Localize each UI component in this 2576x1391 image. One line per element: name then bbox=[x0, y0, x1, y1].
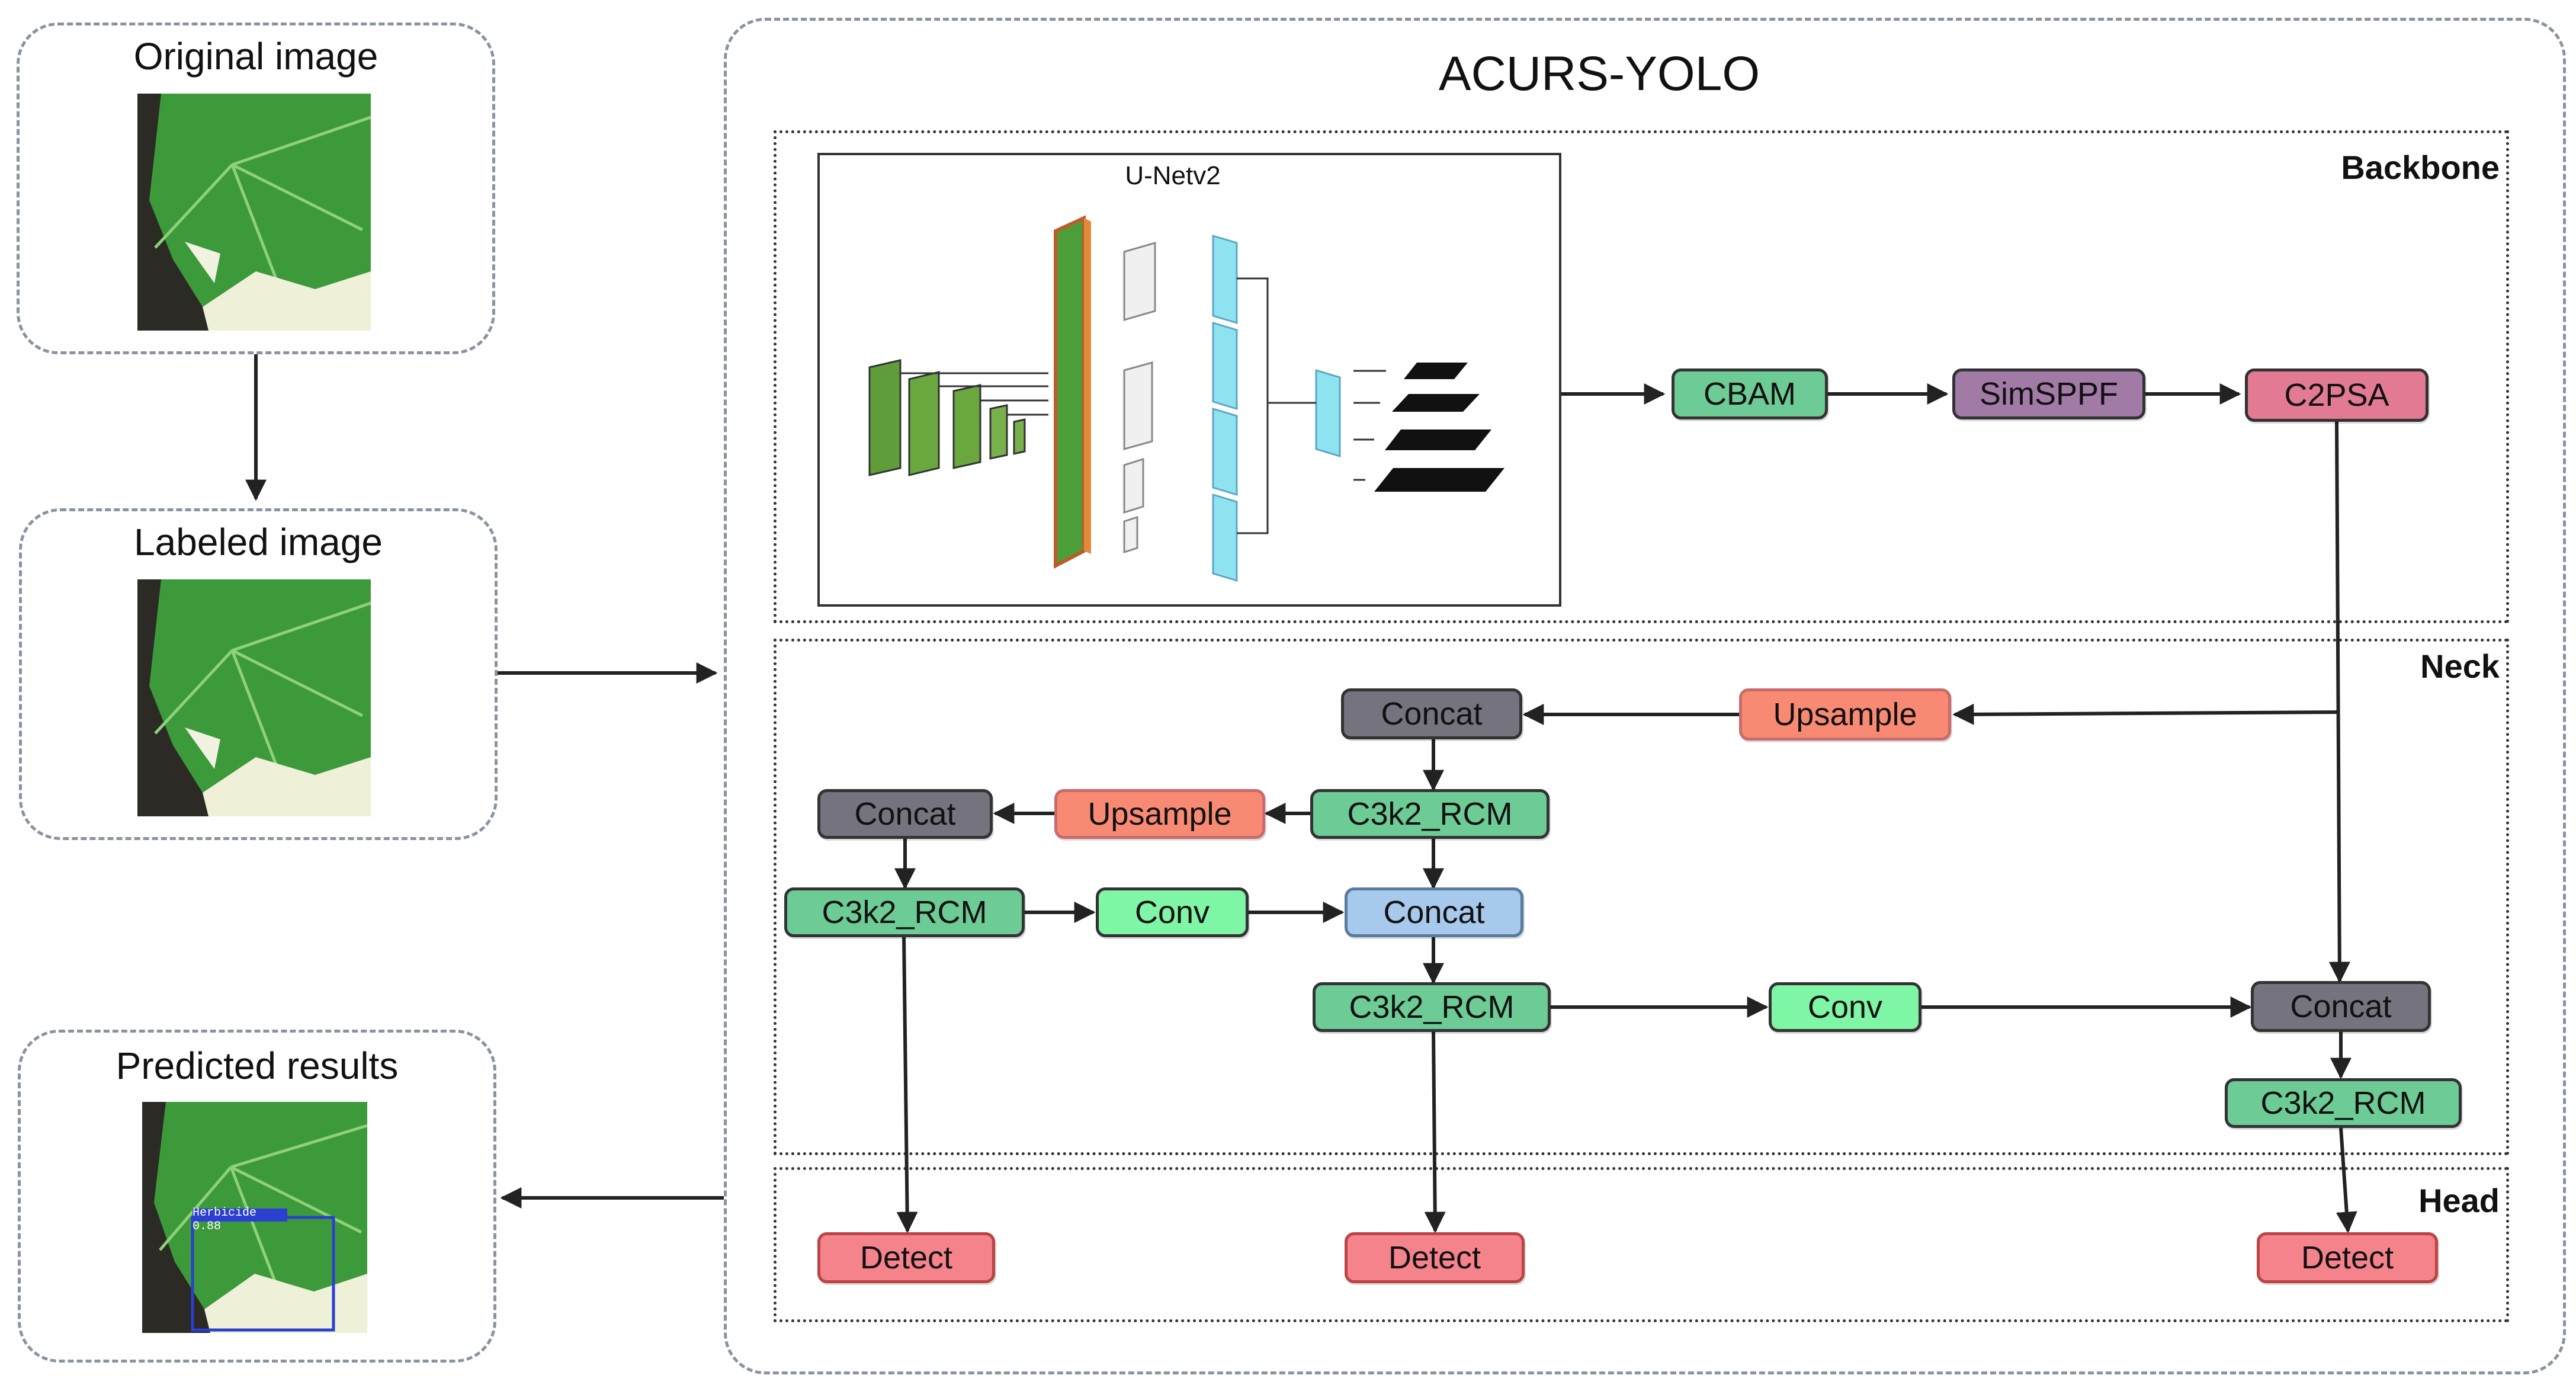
predicted-leaf-image bbox=[142, 1102, 367, 1333]
head-section bbox=[774, 1167, 2509, 1322]
backbone-section bbox=[774, 130, 2509, 623]
original-image-panel bbox=[17, 23, 495, 354]
acurs-yolo-panel bbox=[724, 18, 2566, 1374]
upsample-top-node: Upsample bbox=[1739, 688, 1951, 741]
original-image-title: Original image bbox=[133, 35, 378, 78]
detect-right-node: Detect bbox=[2257, 1232, 2438, 1283]
predicted-results-panel bbox=[18, 1030, 496, 1363]
labeled-image-title: Labeled image bbox=[134, 521, 383, 563]
c3k2-mid-bottom-node: C3k2_RCM bbox=[1313, 982, 1551, 1032]
head-label: Head bbox=[2418, 1182, 2500, 1219]
concat-mid-node: Concat bbox=[1345, 887, 1523, 937]
conv-left-node: Conv bbox=[1096, 887, 1249, 937]
unet-inset bbox=[817, 153, 1561, 607]
original-leaf-image bbox=[137, 94, 371, 331]
unet-title: U-Netv2 bbox=[1125, 161, 1221, 190]
c3k2-mid-top-node: C3k2_RCM bbox=[1310, 789, 1550, 839]
cbam-node: CBAM bbox=[1672, 368, 1828, 419]
detect-mid-node: Detect bbox=[1345, 1232, 1525, 1283]
acurs-yolo-title: ACURS-YOLO bbox=[1438, 47, 1760, 101]
simsppf-node: SimSPPF bbox=[1952, 368, 2145, 419]
concat-neck-top-node: Concat bbox=[1341, 688, 1522, 739]
c2psa-node: C2PSA bbox=[2245, 368, 2429, 422]
neck-section bbox=[774, 639, 2509, 1155]
c3k2-left-node: C3k2_RCM bbox=[784, 887, 1025, 937]
c3k2-right-node: C3k2_RCM bbox=[2225, 1078, 2462, 1128]
detection-label: Herbicide 0.88 bbox=[193, 1206, 257, 1233]
concat-left-node: Concat bbox=[817, 789, 993, 839]
neck-label: Neck bbox=[2420, 648, 2500, 685]
concat-right-node: Concat bbox=[2251, 981, 2431, 1032]
predicted-results-title: Predicted results bbox=[116, 1044, 399, 1087]
conv-right-node: Conv bbox=[1769, 982, 1921, 1032]
upsample-mid-node: Upsample bbox=[1054, 789, 1265, 839]
backbone-label: Backbone bbox=[2341, 149, 2500, 186]
labeled-leaf-image bbox=[137, 579, 371, 816]
labeled-image-panel bbox=[19, 508, 498, 840]
detect-left-node: Detect bbox=[817, 1232, 995, 1283]
